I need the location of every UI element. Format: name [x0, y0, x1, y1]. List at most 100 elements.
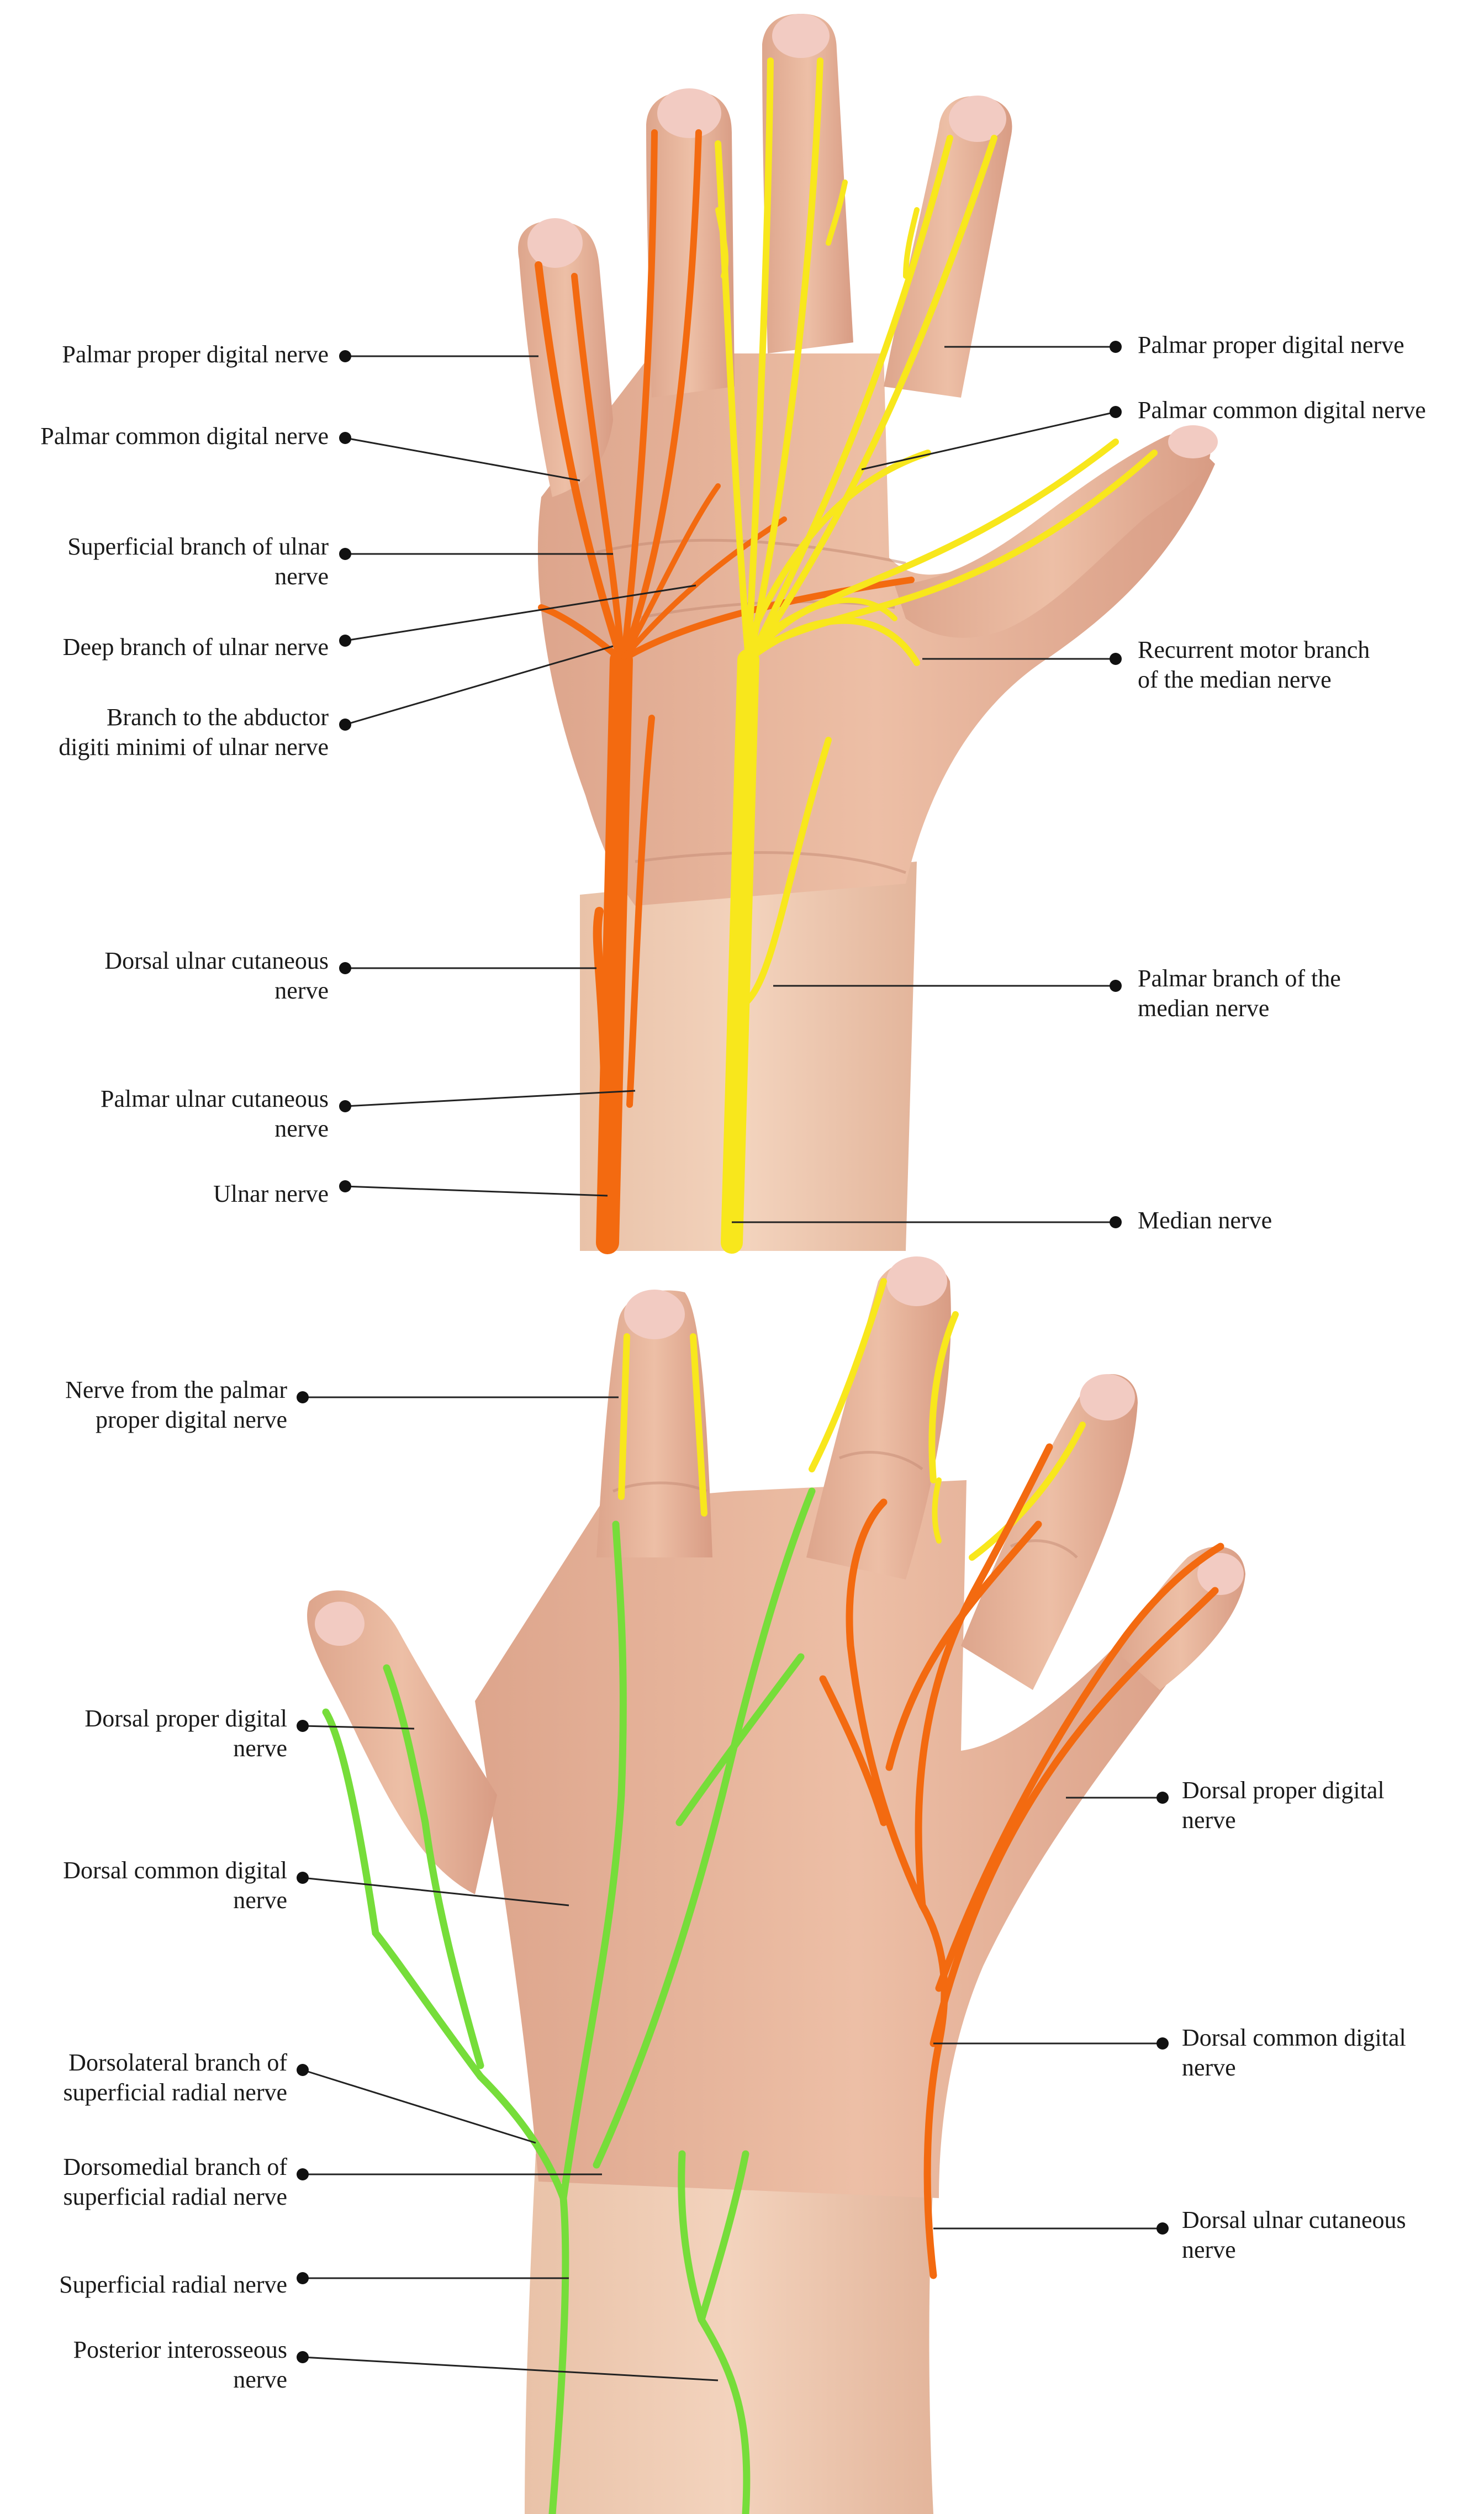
dorsal-forearm [525, 2154, 933, 2514]
leader-line [302, 2069, 536, 2144]
dorsal-middle-ulnar-yellow [809, 1278, 887, 1472]
leader-line [861, 411, 1116, 471]
dorsomedial-to-middle [593, 1487, 816, 2169]
label-branch-abductor: Branch to the abductor digiti minimi of … [59, 704, 329, 760]
dorsal-ulnar-nerves [819, 1443, 1224, 2279]
label-palmar-proper-digital-left: Palmar proper digital nerve [62, 341, 329, 368]
leader-dot [1110, 980, 1122, 992]
dorsal-hand-back [475, 1480, 1237, 2198]
label-dorsolateral-branch: Dorsolateral branch of superficial radia… [63, 2049, 287, 2106]
dorsal-index-radial-yellow [690, 1333, 707, 1517]
leader-dot [1156, 2222, 1169, 2235]
label-ulnar-nerve: Ulnar nerve [213, 1180, 329, 1207]
leader-line [345, 584, 696, 642]
median-dorsal-twig [903, 207, 920, 279]
palmar-nail-ring [657, 88, 721, 138]
dorsal-nail-little [1197, 1553, 1244, 1595]
leader-line [302, 1877, 569, 1906]
label-palmar-proper-digital-right: Palmar proper digital nerve [1138, 331, 1404, 358]
palmar-middle-finger [762, 14, 853, 353]
leader-dot [297, 2351, 309, 2363]
ulnar-ring-finger-radial [621, 129, 702, 661]
median-index-finger-ulnar [748, 135, 953, 661]
dorsal-nail-ring [1080, 1374, 1135, 1420]
dorsal-thumb [307, 1590, 497, 1894]
leader-dot [1110, 653, 1122, 665]
dorsal-ring-finger [961, 1374, 1138, 1690]
dorsal-ulnar-cutaneous-branch [593, 907, 609, 1081]
label-dorsomedial-branch: Dorsomedial branch of superficial radial… [63, 2153, 287, 2210]
superficial-radial-trunk [548, 2194, 569, 2514]
label-dorsal-ulnar-cutaneous-palmar: Dorsal ulnar cutaneous nerve [104, 947, 329, 1004]
leader-dot [339, 719, 351, 731]
median-middle-finger-ulnar [745, 57, 774, 661]
leader-dot [297, 2272, 309, 2284]
median-nerve-trunk [721, 649, 759, 1254]
label-superficial-branch-ulnar: Superficial branch of ulnar nerve [67, 533, 329, 590]
leader-dot [1156, 1792, 1169, 1804]
label-median-nerve: Median nerve [1138, 1207, 1272, 1234]
leader-dot [339, 432, 351, 444]
leader-dot [339, 350, 351, 362]
median-common-digital [748, 450, 931, 638]
label-posterior-interosseous: Posterior interosseous nerve [73, 2336, 287, 2393]
leader-dot [339, 1100, 351, 1112]
dorsal-hand [307, 1256, 1245, 2514]
posterior-interosseous-branch [698, 2150, 749, 2323]
label-deep-branch-ulnar: Deep branch of ulnar nerve [62, 633, 329, 661]
label-nerve-from-palmar-proper: Nerve from the palmar proper digital ner… [65, 1376, 287, 1433]
dorsal-index-ulnar-yellow [618, 1333, 630, 1500]
dorsal-ulnar-to-little [930, 1587, 1219, 2047]
dorsal-ulnar-twig [819, 1675, 888, 1826]
dorsomedial-branch [559, 1520, 627, 2202]
palmar-ulnar-cutaneous-branch [626, 715, 655, 1108]
leader-line [302, 2356, 719, 2381]
dorsal-common-digital-green [675, 1653, 805, 1826]
dorsal-ulnar-to-little-ulnar [935, 1543, 1224, 1992]
leader-line [302, 1725, 415, 1730]
wrist-crease [635, 851, 906, 874]
label-palmar-branch-median: Palmar branch of the median nerve [1138, 965, 1341, 1022]
dorsal-nail-index [624, 1290, 685, 1339]
dorsal-ring-twig-yellow [932, 1477, 942, 1544]
dorsal-ring-radial-yellow [969, 1422, 1086, 1561]
leader-dot [297, 2168, 309, 2180]
dorsolateral-thumb-branch [383, 1664, 484, 2069]
leader-dot [1156, 2037, 1169, 2050]
leader-line [345, 1090, 636, 1107]
leader-dot [297, 1720, 309, 1732]
palmar-nail-little [527, 218, 583, 268]
median-recurrent-motor [748, 617, 920, 666]
ulnar-superficial-branch [535, 261, 625, 664]
label-dorsal-proper-digital-left: Dorsal proper digital nerve [85, 1705, 287, 1762]
ulnar-common-digital [621, 129, 658, 661]
median-dorsal-twig [826, 179, 848, 246]
dorsal-nail-thumb [315, 1602, 365, 1646]
label-superficial-radial: Superficial radial nerve [59, 2271, 287, 2298]
leader-line [345, 1185, 608, 1197]
dorsal-ulnar-cutaneous-trunk [918, 1902, 948, 2279]
label-dorsal-proper-digital-right: Dorsal proper digital nerve [1182, 1777, 1385, 1834]
median-palmar-branch [740, 737, 832, 1008]
palmar-thumb [895, 432, 1211, 638]
ulnar-little-finger-radial [571, 273, 625, 661]
median-middle-finger-radial [747, 57, 823, 661]
leader-dot [339, 548, 351, 560]
palmar-nail-thumb [1168, 425, 1218, 458]
leader-dot [297, 2064, 309, 2076]
leader-dot [339, 1180, 351, 1192]
ulnar-deep-twig [621, 516, 787, 660]
leader-dot [339, 635, 351, 647]
leader-line [345, 645, 614, 726]
leader-dot [1110, 406, 1122, 418]
label-palmar-ulnar-cutaneous: Palmar ulnar cutaneous nerve [101, 1085, 329, 1142]
palmar-nail-middle [772, 14, 830, 58]
leader-lines [297, 341, 1169, 2381]
dorsal-nail-middle [886, 1256, 947, 1306]
dorsal-ulnar-to-ring [846, 1498, 926, 1909]
superficial-radial-split [477, 2073, 567, 2202]
label-dorsal-ulnar-cutaneous-dorsal: Dorsal ulnar cutaneous nerve [1182, 2206, 1406, 2263]
dorsal-median-digital-nerves [618, 1278, 1086, 1561]
dorsal-middle-finger [806, 1260, 951, 1580]
